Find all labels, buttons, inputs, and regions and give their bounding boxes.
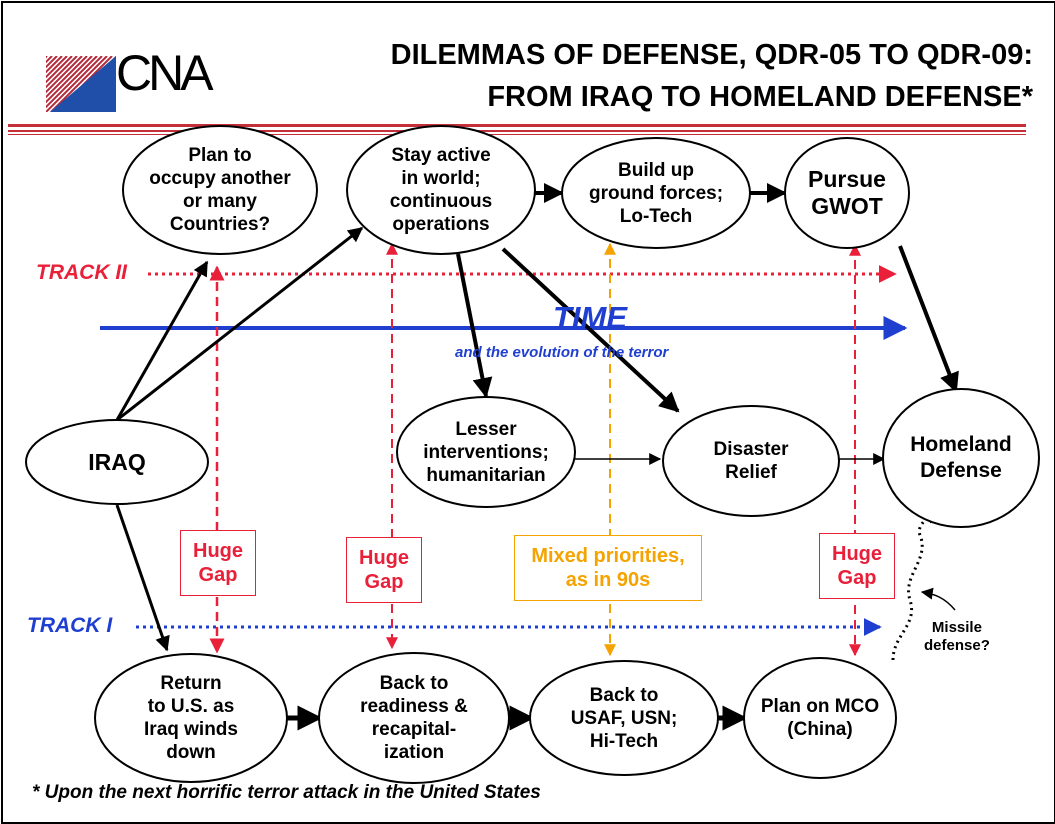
node-gwot-label: Pursue GWOT [808, 166, 886, 219]
page-title: DILEMMAS OF DEFENSE, QDR-05 TO QDR-09: F… [391, 34, 1033, 118]
title-rule [8, 134, 1026, 135]
gap-box-2: Huge Gap [346, 537, 422, 603]
gap-box-3: Huge Gap [819, 533, 895, 599]
node-build-up [561, 137, 751, 249]
node-lesser-label: Lesser interventions; humanitarian [423, 418, 549, 486]
title-rule [8, 124, 1026, 127]
node-return-us-label: Return to U.S. as Iraq winds down [144, 673, 238, 763]
connector-iraq-return [115, 504, 170, 652]
node-iraq [25, 419, 209, 505]
node-disaster [662, 405, 840, 517]
node-usaf-label: Back to USAF, USN; Hi-Tech [570, 684, 678, 752]
node-stay-active [346, 125, 536, 255]
track-2-label: TRACK II [36, 261, 127, 284]
title-rule [8, 130, 1026, 132]
node-readiness [318, 652, 510, 784]
logo-stripe [46, 56, 58, 69]
title-line-1: DILEMMAS OF DEFENSE, QDR-05 TO QDR-09: [390, 39, 1033, 71]
footnote: * Upon the next horrific terror attack i… [32, 782, 541, 803]
logo-stripe [46, 56, 88, 99]
connector-stay-disaster [501, 247, 680, 413]
gap-box-1: Huge Gap [180, 530, 256, 596]
node-return-us [94, 653, 288, 783]
logo-wedge [50, 56, 116, 112]
missile-defense-label: Missile defense? [924, 619, 990, 654]
missile-label-pointer [920, 587, 956, 611]
node-lesser [396, 396, 576, 508]
logo-stripe [46, 56, 93, 104]
logo-stripe [46, 56, 73, 84]
logo-stripe [46, 56, 63, 74]
node-mco-label: Plan on MCO (China) [760, 696, 880, 740]
node-homeland-label: Homeland Defense [910, 433, 1012, 482]
missile-defense-path [891, 508, 940, 661]
node-disaster-label: Disaster Relief [713, 439, 789, 483]
connector-gwot-homeland [898, 245, 959, 393]
logo-stripe [50, 56, 108, 112]
node-gwot [784, 137, 910, 249]
node-occupy [122, 125, 318, 255]
node-homeland [882, 388, 1040, 528]
node-readiness-label: Back to readiness & recapital- ization [360, 673, 468, 763]
logo-stripe [46, 56, 83, 94]
logo-stripe [46, 56, 68, 79]
node-usaf [529, 660, 719, 776]
track-1-label: TRACK I [27, 614, 113, 637]
connector-iraq-stay [116, 226, 364, 422]
time-label: TIME [553, 300, 628, 335]
logo-stripe [46, 56, 78, 89]
connector-iraq-occupy [115, 260, 209, 421]
logo-stripe [46, 56, 98, 109]
mixed-priorities-box: Mixed priorities, as in 90s [514, 535, 702, 601]
node-occupy-label: Plan to occupy another or many Countries… [149, 145, 291, 235]
node-build-up-label: Build up ground forces; Lo-Tech [588, 159, 724, 227]
connector-stay-lesser [456, 253, 493, 398]
cna-logo [46, 56, 116, 112]
time-sublabel: and the evolution of the terror [455, 344, 669, 361]
logo-stripe [46, 56, 103, 112]
node-stay-active-label: Stay active in world; continuous operati… [389, 145, 493, 235]
node-iraq-label: IRAQ [88, 448, 146, 475]
logo-text: CNA [116, 45, 214, 101]
node-mco [743, 657, 897, 779]
title-line-2: FROM IRAQ TO HOMELAND DEFENSE* [487, 81, 1033, 113]
